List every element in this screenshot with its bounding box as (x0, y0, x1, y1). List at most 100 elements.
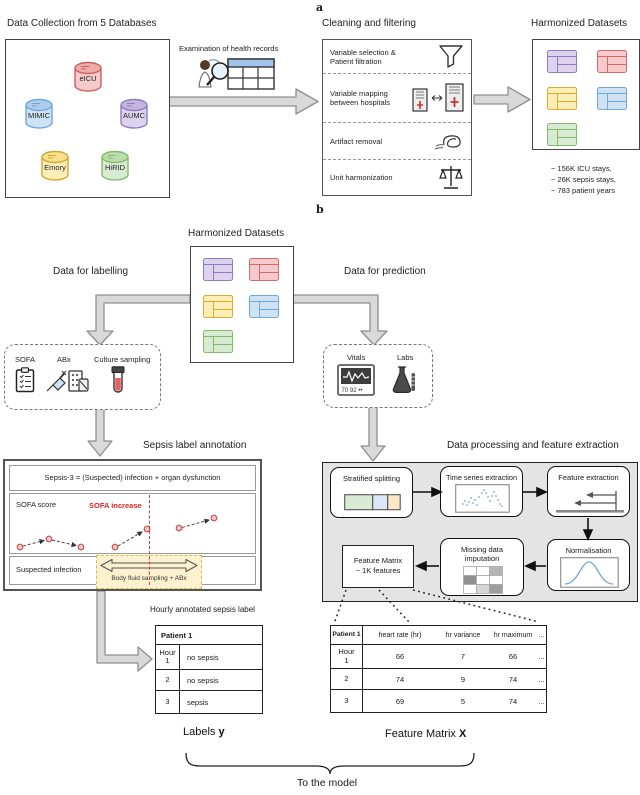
value-cell: 9 (460, 674, 466, 684)
dataset-table-icon-yellow (547, 87, 577, 110)
step-label: Time series extraction (445, 473, 518, 482)
sofa-trajectory-plot (16, 514, 218, 550)
collection-box: eICU MIMIC AUMC (5, 39, 170, 198)
abx-label: ABx (57, 355, 71, 364)
dataset-table-icon-purple (547, 50, 577, 73)
dataset-table-icon-blue (249, 295, 279, 318)
hour-cell: 2 (331, 669, 363, 689)
labels-caption: Labels y (183, 726, 225, 738)
sepsis-definition: Sepsis-3 = (Suspected) infection + organ… (44, 473, 221, 482)
dataset-table-icon-blue (597, 87, 627, 110)
database-eicu: eICU (73, 61, 103, 92)
step-label: Artifact removal (330, 136, 383, 146)
header-cell: ... (538, 631, 545, 639)
time-series-extraction-box: Time series extraction (440, 466, 523, 517)
database-icon (101, 150, 129, 181)
database-hirid: HiRID (100, 150, 130, 181)
sofa-score-row: SOFA score SOFA increase (9, 492, 256, 555)
syringe-and-pills-icon (46, 370, 89, 392)
database-icon (120, 98, 148, 129)
value-cell: 74 (508, 674, 518, 684)
table-row: 3 69 5 74 ... (331, 690, 546, 712)
arrow-harmonized-to-prediction (291, 294, 388, 346)
to-model-label: To the model (297, 777, 358, 789)
feature-caption-text: Feature Matrix (385, 728, 459, 740)
database-label: MIMIC (27, 111, 51, 120)
cleaning-step-selection: Variable selection & Patient filtration (323, 40, 471, 74)
dataset-table-icon-green (547, 123, 577, 146)
arrow-prediction-to-processing (360, 406, 386, 462)
suspected-infection-label: Suspected infection (16, 565, 82, 575)
vitals-monitor-icon: 70 92 •• (337, 364, 375, 396)
labels-table: Patient 1 Hour 1 no sepsis 2 no sepsis 3… (155, 625, 263, 714)
value-cell: 69 (395, 696, 405, 706)
panel-a-label: a (316, 1, 324, 14)
arrow-harmonized-to-labelling (86, 294, 191, 346)
stratified-splitting-box: Stratified splitting (330, 467, 413, 518)
cleaning-step-artifact: Artifact removal (323, 123, 471, 160)
labels-table-header: Patient 1 (156, 626, 262, 645)
feature-table: Patient 1 heart rate (hr) hr variance hr… (330, 625, 547, 713)
vitals-label: Vitals (347, 353, 366, 362)
missing-data-imputation-box: Missing data imputation (440, 538, 524, 596)
hour-cell: 3 (156, 691, 180, 713)
dataset-table-icon-red (249, 258, 279, 281)
value-cell: 7 (460, 652, 466, 661)
step-label: Missing data imputation (460, 545, 504, 563)
annotation-box: Sepsis-3 = (Suspected) infection + organ… (3, 459, 262, 591)
hospital-mapping-icon (412, 83, 464, 112)
value-cell: ... (538, 652, 545, 661)
dataset-table-icon-purple (203, 258, 233, 281)
artifact-scribble-icon (434, 135, 461, 150)
feature-caption: Feature Matrix X (385, 728, 466, 740)
database-label: eICU (79, 74, 97, 83)
arrow-labelling-to-annotation (87, 408, 113, 457)
arrow-cleaning-to-harmonized (473, 86, 531, 113)
database-icon (74, 61, 102, 92)
sofa-score-label: SOFA score (16, 499, 57, 509)
label-cell: no sepsis (187, 675, 219, 685)
sofa-label: SOFA (15, 355, 36, 364)
database-mimic: MIMIC (24, 98, 54, 129)
prediction-label: Data for prediction (344, 266, 426, 277)
stat-sepsis-stays: ~ 26K sepsis stays, (551, 175, 616, 184)
monitor-readout: 70 92 •• (342, 388, 363, 394)
normalisation-box: Normalisation (547, 539, 630, 591)
step-label: Unit harmonization (330, 172, 393, 182)
dataset-table-icon-yellow (203, 295, 233, 318)
table-row: 2 74 9 74 ... (331, 669, 546, 690)
prediction-sources-box: Vitals 70 92 •• Labs (323, 344, 433, 408)
harmonized-a-title: Harmonized Datasets (531, 18, 628, 29)
database-label: AUMC (122, 111, 146, 120)
value-cell: ... (538, 674, 545, 684)
feature-caption-symbol: X (458, 728, 467, 740)
table-row: Hour 1 66 7 66 ... (331, 645, 546, 669)
database-label: Emory (44, 163, 66, 172)
scatter-plot-icon (455, 484, 510, 513)
database-emory: Emory (40, 150, 70, 181)
dataset-table-icon-green (203, 330, 233, 353)
cleaning-title: Cleaning and filtering (322, 18, 416, 29)
step-label: Feature extraction (558, 473, 619, 482)
arrow-collection-to-cleaning (167, 88, 319, 115)
value-cell: 66 (395, 652, 405, 661)
feature-table-header-row: Patient 1 heart rate (hr) hr variance hr… (331, 626, 546, 645)
cleaning-step-mapping: Variable mapping between hospitals (323, 74, 471, 123)
arrow-annotation-to-labels-table (96, 590, 153, 672)
feature-extraction-box: Feature extraction (547, 466, 630, 517)
header-cell: Patient 1 (331, 626, 363, 644)
cleaning-box: Variable selection & Patient filtration … (322, 39, 472, 196)
cleaning-step-units: Unit harmonization (323, 160, 471, 194)
value-cell: 66 (508, 652, 518, 661)
hour-cell: Hour 1 (331, 645, 363, 668)
clipboard-icon (15, 367, 35, 393)
sepsis-definition-row: Sepsis-3 = (Suspected) infection + organ… (9, 465, 256, 491)
table-row: 2 no sepsis (156, 670, 262, 691)
imputation-grid-icon (463, 566, 503, 594)
harmonized-b-title: Harmonized Datasets (188, 228, 285, 239)
funnel-icon (439, 45, 463, 68)
lab-flask-icon (392, 366, 415, 393)
harmonized-a-box (532, 39, 640, 150)
blood-tube-icon (111, 366, 125, 393)
processing-title: Data processing and feature extraction (447, 440, 619, 451)
